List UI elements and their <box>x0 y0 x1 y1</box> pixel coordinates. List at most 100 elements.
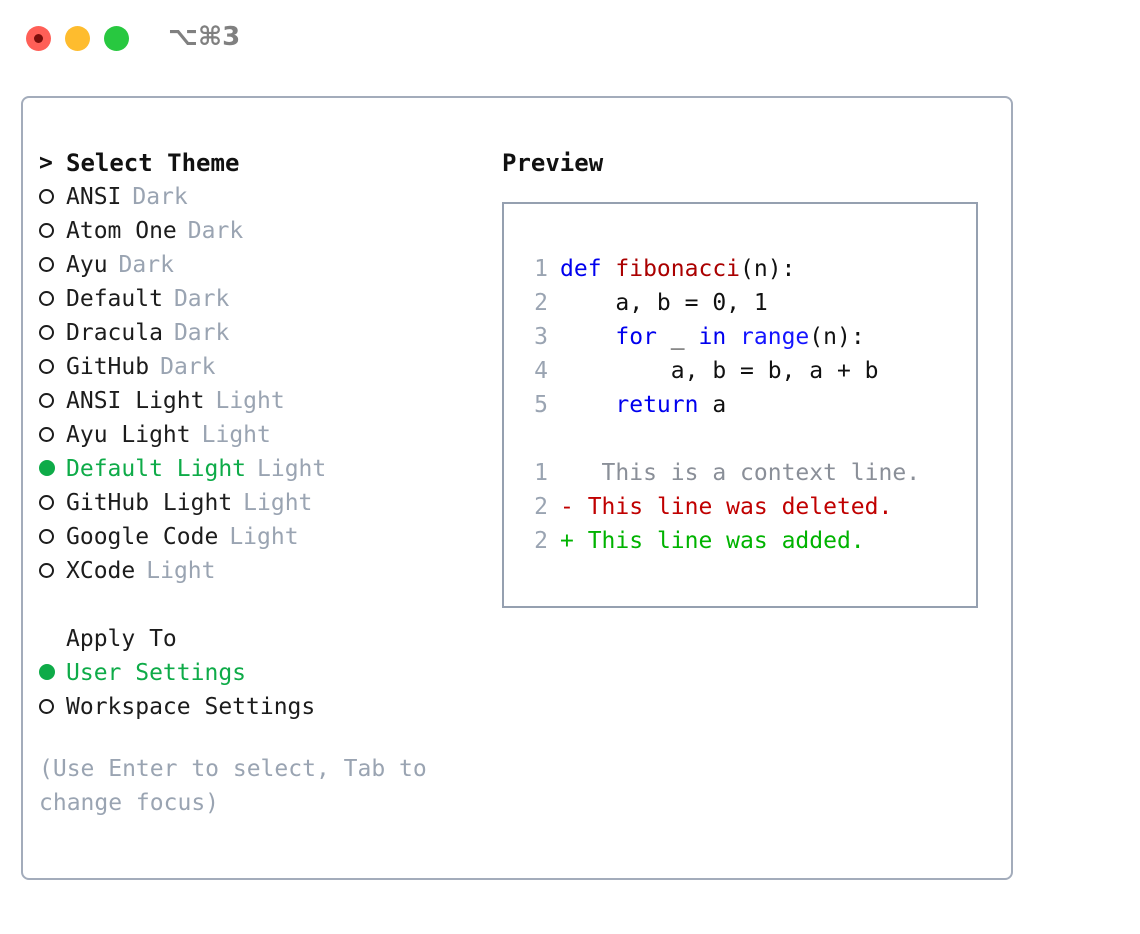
code-line-number: 5 <box>534 392 548 418</box>
code-token: (n): <box>740 256 796 282</box>
code-line: 3 for _ in range(n): <box>522 320 976 354</box>
diff-line-number: 2 <box>534 528 548 554</box>
keyboard-hint: (Use Enter to select, Tab to change focu… <box>39 756 427 816</box>
maximize-button-icon[interactable] <box>104 26 129 51</box>
theme-item-label: XCode <box>66 558 136 584</box>
theme-list-item[interactable]: Google Code Light <box>39 520 479 554</box>
theme-list-item[interactable]: Dracula Dark <box>39 316 479 350</box>
minimize-button-icon[interactable] <box>65 26 90 51</box>
radio-ring <box>39 427 54 442</box>
theme-item-label: Ayu Light <box>66 422 191 448</box>
theme-item-category: Dark <box>160 354 216 380</box>
code-token <box>560 324 615 350</box>
radio-unselected-icon <box>39 316 66 350</box>
radio-unselected-icon <box>39 418 66 452</box>
diff-sign <box>560 456 574 490</box>
theme-list-item[interactable]: Default Dark <box>39 282 479 316</box>
code-token: a, b = 0, 1 <box>560 290 768 316</box>
titlebar: ⌥⌘3 <box>0 0 1140 78</box>
theme-item-category: Light <box>146 558 216 584</box>
radio-selected-icon <box>39 656 66 690</box>
diff-line-text: This is a context line. <box>573 460 921 486</box>
theme-picker-heading-label: Select Theme <box>66 149 240 177</box>
code-token <box>726 324 740 350</box>
theme-item-category: Dark <box>173 286 230 312</box>
preview-code-box: 1 def fibonacci(n): 2 a, b = 0, 1 3 for _ i… <box>502 202 978 608</box>
radio-unselected-icon <box>39 690 66 724</box>
apply-to-option[interactable]: User Settings <box>39 656 479 690</box>
radio-unselected-icon <box>39 486 66 520</box>
theme-item-category: Light <box>229 524 299 550</box>
radio-unselected-icon <box>39 554 66 588</box>
code-line-number: 4 <box>534 358 548 384</box>
diff-sign: - <box>560 494 574 520</box>
code-token: range <box>740 324 810 350</box>
diff-line-text: This line was deleted. <box>573 494 893 520</box>
diff-line: 2- This line was deleted. <box>522 490 976 524</box>
radio-unselected-icon <box>39 180 66 214</box>
code-line-text: a, b = b, a + b <box>560 354 879 388</box>
list-spacer <box>39 588 479 622</box>
apply-to-label: Apply To <box>66 626 177 652</box>
diff-line-number: 2 <box>534 494 548 520</box>
radio-unselected-icon <box>39 520 66 554</box>
theme-item-label: GitHub Light <box>66 490 233 516</box>
theme-list-item[interactable]: Ayu Dark <box>39 248 479 282</box>
code-block: 1 def fibonacci(n): 2 a, b = 0, 1 3 for _ i… <box>522 252 976 422</box>
apply-to-option-label: User Settings <box>66 660 247 686</box>
radio-ring <box>39 393 54 408</box>
radio-ring <box>39 495 54 510</box>
radio-ring <box>39 189 54 204</box>
theme-item-label: Google Code <box>66 524 219 550</box>
diff-line: 1 This is a context line. <box>522 456 976 490</box>
theme-item-label: Dracula <box>66 320 163 346</box>
code-token: for <box>615 324 657 350</box>
code-line-number: 2 <box>534 290 548 316</box>
theme-item-category: Dark <box>118 252 174 278</box>
theme-list-item[interactable]: XCode Light <box>39 554 479 588</box>
code-token: _ <box>656 324 699 350</box>
radio-selected-icon <box>39 452 66 486</box>
theme-item-category: Dark <box>187 218 244 244</box>
code-line-text: return a <box>560 388 726 422</box>
code-diff-separator <box>522 422 976 456</box>
code-token: a <box>698 392 727 418</box>
radio-ring <box>39 359 54 374</box>
radio-unselected-icon <box>39 214 66 248</box>
code-token: a, b = b, a + b <box>560 358 879 384</box>
radio-ring <box>39 325 54 340</box>
radio-unselected-icon <box>39 248 66 282</box>
code-token <box>560 392 615 418</box>
theme-item-category: Light <box>215 388 285 414</box>
diff-line-text: This line was added. <box>573 528 865 554</box>
code-line: 4 a, b = b, a + b <box>522 354 976 388</box>
theme-list-item[interactable]: ANSI Light Light <box>39 384 479 418</box>
theme-item-category: Dark <box>173 320 230 346</box>
theme-item-label: Default <box>66 286 163 312</box>
theme-picker-heading: > Select Theme <box>39 146 479 180</box>
theme-item-label: ANSI Light <box>66 388 205 414</box>
theme-item-label: Ayu <box>66 252 108 278</box>
code-token: in <box>698 324 727 350</box>
code-line-text: for _ in range(n): <box>560 320 864 354</box>
code-line-text: def fibonacci(n): <box>560 252 795 286</box>
close-button-icon[interactable] <box>26 26 51 51</box>
code-token: fibonacci <box>615 256 741 282</box>
code-line-number: 1 <box>534 256 548 282</box>
theme-item-label: ANSI <box>66 184 122 210</box>
radio-ring <box>39 257 54 272</box>
radio-ring <box>39 223 54 238</box>
apply-to-option[interactable]: Workspace Settings <box>39 690 479 724</box>
radio-unselected-icon <box>39 350 66 384</box>
